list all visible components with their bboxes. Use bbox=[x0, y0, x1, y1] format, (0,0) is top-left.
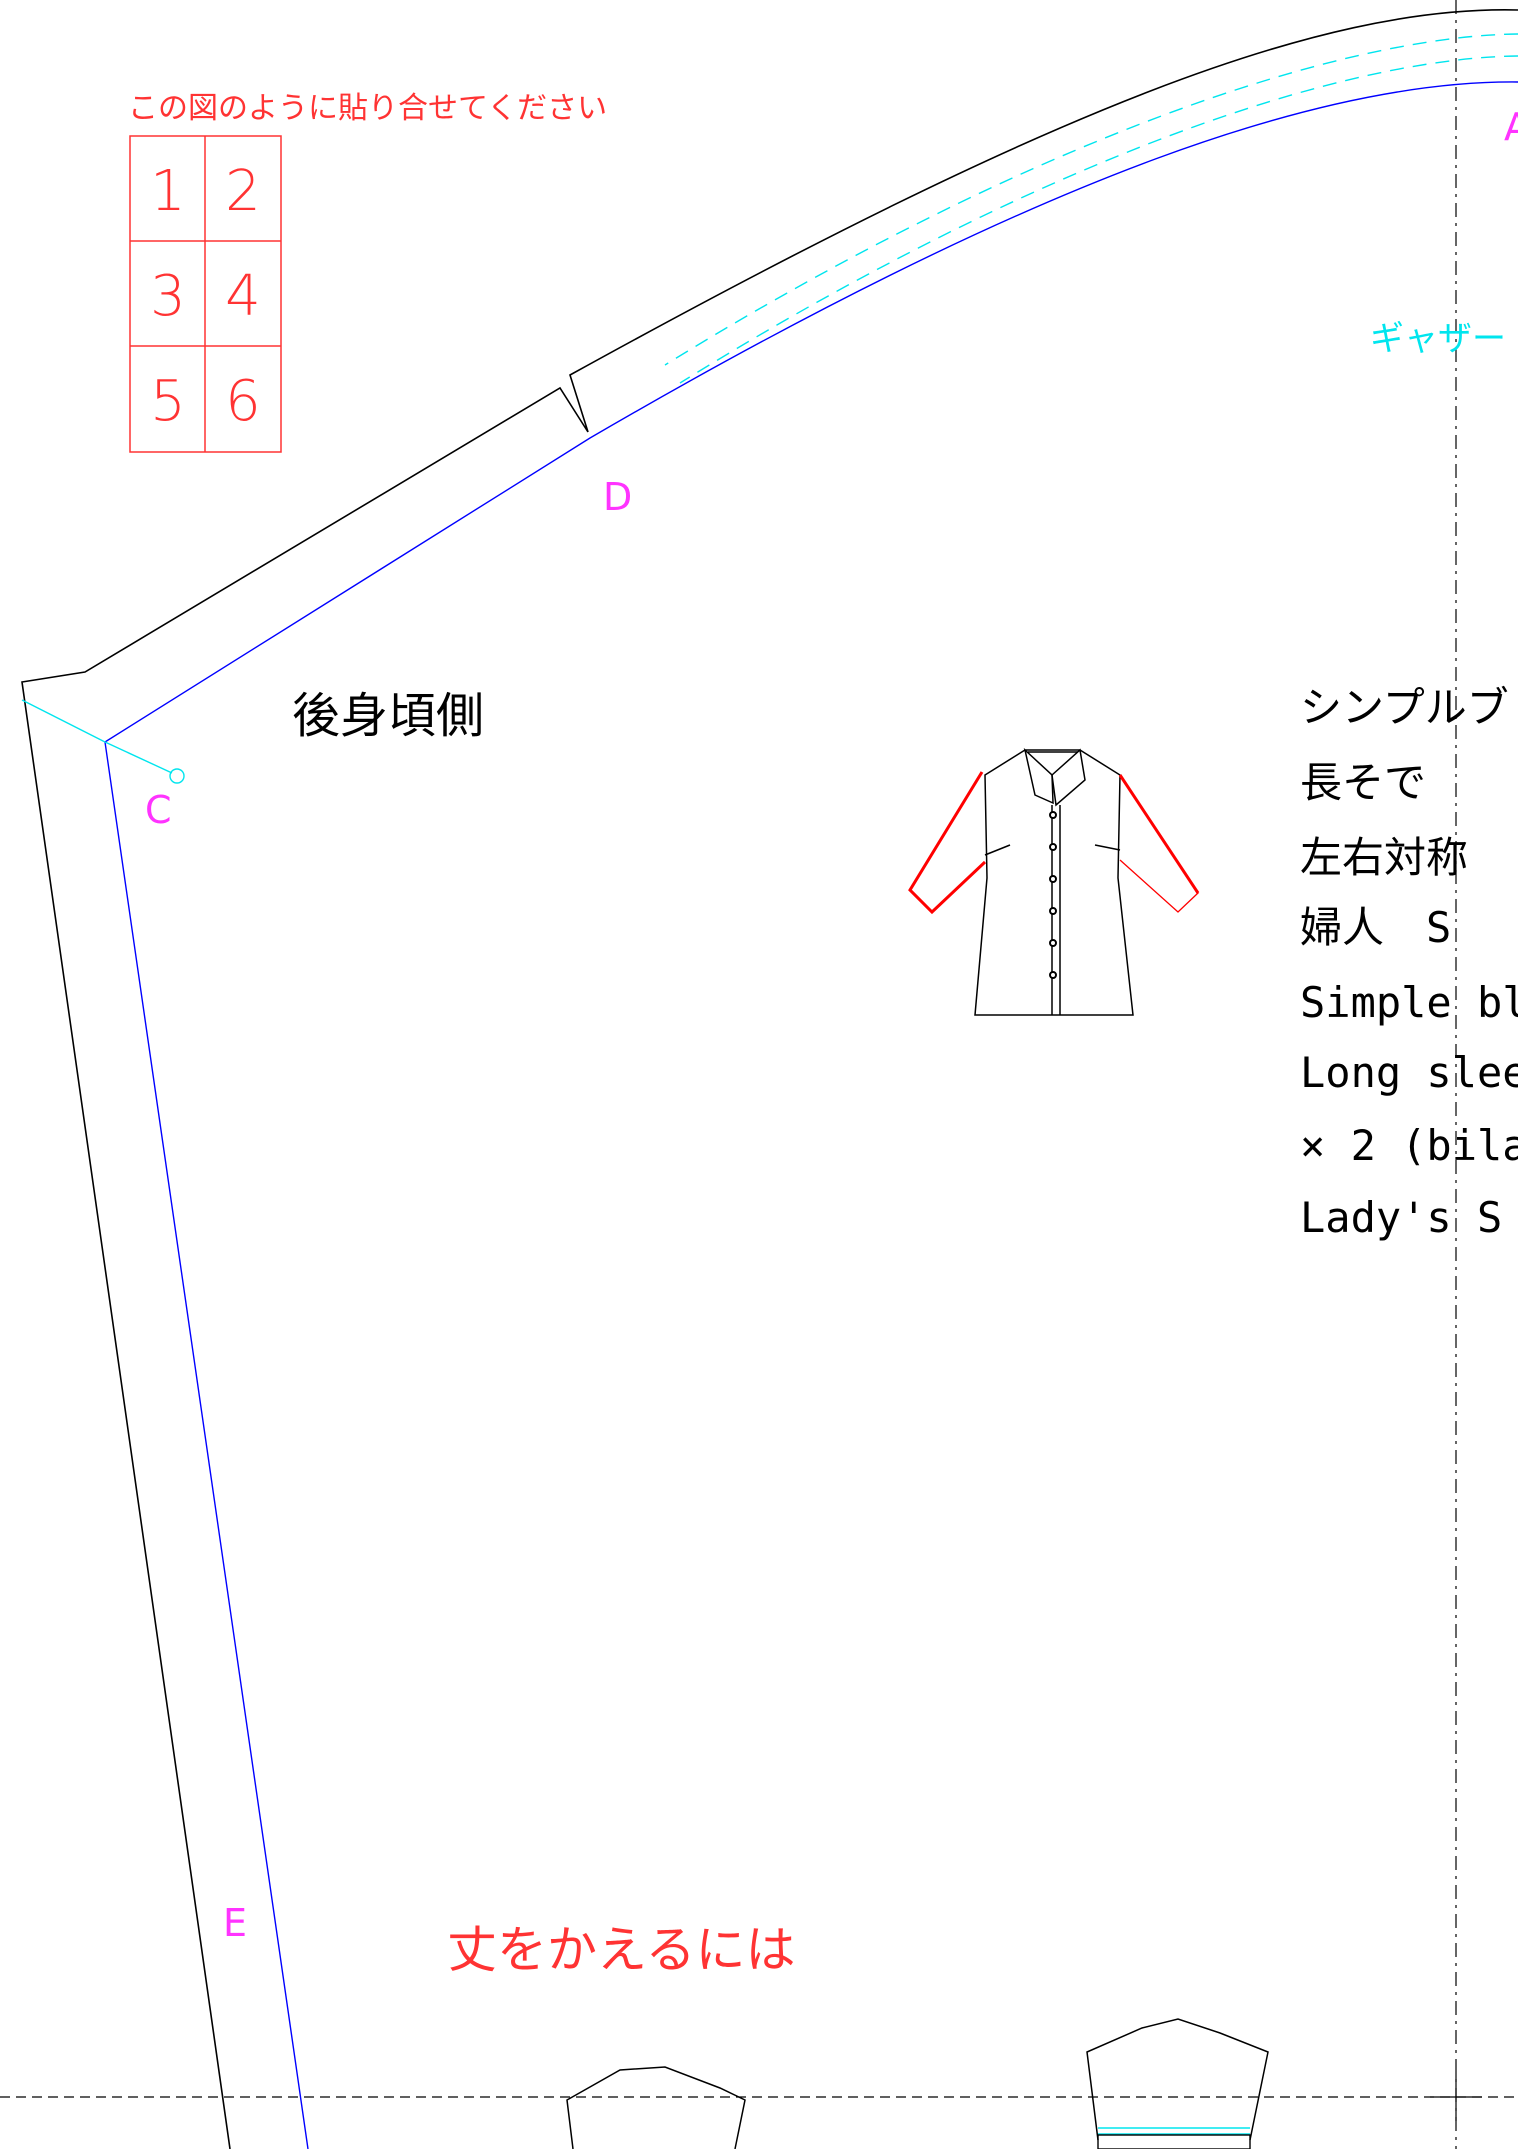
shoulder-dashed-guides bbox=[664, 33, 1518, 384]
description-block: シンプルブ 長そで 左右対称 婦人 S Simple bl Long slee … bbox=[1300, 683, 1518, 1242]
assembly-instruction: この図のように貼り合せてください bbox=[128, 91, 607, 126]
length-change-note: 丈をかえるには bbox=[447, 1921, 796, 1979]
description-line: シンプルブ bbox=[1300, 683, 1509, 732]
description-line: × 2 (bila bbox=[1300, 1121, 1518, 1170]
point-c-marker bbox=[21, 699, 185, 784]
description-line: 左右対称 bbox=[1300, 833, 1468, 882]
guide-cell-3: 3 bbox=[150, 264, 186, 329]
assembly-guide: この図のように貼り合せてください 1 2 3 4 5 6 bbox=[128, 91, 607, 453]
description-line: 婦人 S bbox=[1300, 903, 1451, 952]
bottom-piece-right bbox=[1086, 2018, 1269, 2141]
gather-label: ギャザー bbox=[1370, 319, 1506, 359]
label-e: E bbox=[223, 1901, 247, 1945]
description-line: Simple bl bbox=[1300, 978, 1518, 1027]
blouse-illustration bbox=[908, 747, 1200, 1016]
stitch-line bbox=[104, 81, 1518, 2149]
guide-cell-5: 5 bbox=[150, 369, 186, 434]
description-line: Long slee bbox=[1300, 1048, 1518, 1097]
label-d: D bbox=[603, 475, 632, 519]
crosshair-mark bbox=[1430, 2073, 1482, 2121]
description-line: Lady's S bbox=[1300, 1193, 1502, 1242]
piece-label: 後身頃側 bbox=[292, 688, 484, 744]
description-line: 長そで bbox=[1300, 758, 1426, 807]
guide-cell-4: 4 bbox=[225, 264, 261, 329]
label-c: C bbox=[145, 788, 172, 832]
bottom-piece-right-base bbox=[1097, 2127, 1251, 2149]
cutting-outline bbox=[21, 9, 1518, 2149]
guide-cell-2: 2 bbox=[225, 159, 261, 224]
label-a: A bbox=[1504, 105, 1518, 149]
guide-cell-1: 1 bbox=[150, 159, 186, 224]
guide-cell-6: 6 bbox=[225, 369, 261, 434]
bottom-piece-left bbox=[566, 2066, 746, 2149]
